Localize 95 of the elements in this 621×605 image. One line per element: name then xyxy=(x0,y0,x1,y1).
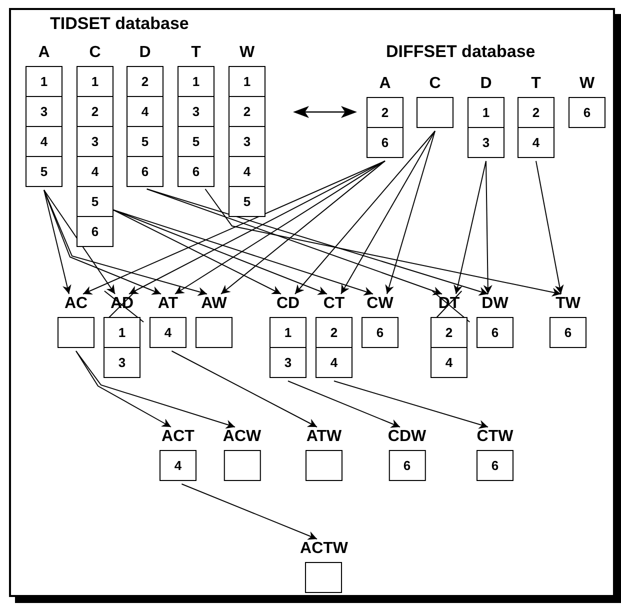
itemset-label: A xyxy=(379,75,391,93)
tid-cell: 2 xyxy=(316,317,352,348)
itemset-label: AC xyxy=(64,295,88,313)
arrow xyxy=(76,350,236,429)
itemset-label: ACW xyxy=(222,428,262,446)
arrow xyxy=(294,130,436,294)
itemset-label: W xyxy=(239,44,255,62)
arrow xyxy=(82,160,386,294)
arrow xyxy=(220,160,386,294)
arrow xyxy=(44,190,208,296)
tid-cell: 1 xyxy=(178,66,214,97)
tid-cell: 4 xyxy=(430,347,468,378)
tid-cell: 5 xyxy=(76,186,114,217)
tid-cell: 1 xyxy=(228,66,266,97)
tid-cell: 6 xyxy=(568,97,606,128)
tid-cell: 4 xyxy=(160,450,196,481)
tid-cell: 6 xyxy=(76,216,114,247)
tid-cell: 6 xyxy=(476,450,514,481)
tid-cell: 6 xyxy=(366,127,404,158)
arrow xyxy=(454,160,486,294)
itemset-label: CDW xyxy=(388,428,426,446)
database-title: TIDSET database xyxy=(50,14,189,34)
itemset-label: T xyxy=(191,44,201,62)
arrow xyxy=(44,190,116,294)
itemset-label: CD xyxy=(276,295,300,313)
arrow xyxy=(113,210,282,294)
tid-cell: 3 xyxy=(228,126,266,157)
tid-cell: 6 xyxy=(362,317,398,348)
arrow xyxy=(174,160,386,294)
itemset-label: CTW xyxy=(476,428,514,446)
tid-cell: 4 xyxy=(150,317,186,348)
tid-cell: 2 xyxy=(366,97,404,128)
itemset-label: D xyxy=(480,75,492,93)
arrow xyxy=(288,380,400,428)
arrow xyxy=(44,190,162,295)
itemset-label: CW xyxy=(366,295,394,313)
itemset-label: ATW xyxy=(306,428,342,446)
arrow xyxy=(76,350,172,428)
tid-cell: 4 xyxy=(228,156,266,187)
itemset-label: D xyxy=(139,44,151,62)
arrow xyxy=(171,350,318,428)
tid-cell: 4 xyxy=(76,156,114,187)
tid-cell: 6 xyxy=(476,317,514,348)
arrow xyxy=(340,130,436,294)
tid-cell: 6 xyxy=(550,317,586,348)
tid-cell: 1 xyxy=(104,317,140,348)
tid-cell: 1 xyxy=(26,66,62,97)
arrow xyxy=(536,160,564,294)
arrow xyxy=(385,130,436,294)
arrow xyxy=(113,210,328,295)
tid-cell: 3 xyxy=(104,347,140,378)
arrow xyxy=(483,160,492,294)
itemset-label: T xyxy=(531,75,541,93)
tid-cell: 5 xyxy=(126,126,164,157)
arrow xyxy=(128,160,386,294)
tid-cell: 5 xyxy=(178,126,214,157)
database-title: DIFFSET database xyxy=(386,42,536,62)
tid-cell: 4 xyxy=(26,126,62,157)
arrow xyxy=(44,190,72,294)
tid-cell: 3 xyxy=(26,96,62,127)
itemset-label: C xyxy=(89,44,101,62)
tid-cell: 2 xyxy=(228,96,266,127)
itemset-label: CT xyxy=(323,295,345,313)
arrow xyxy=(204,188,562,297)
arrow xyxy=(181,484,318,540)
itemset-label: W xyxy=(579,75,595,93)
tid-cell: 2 xyxy=(76,96,114,127)
itemset-label: DW xyxy=(482,295,508,313)
tid-cell: 3 xyxy=(468,127,504,158)
tid-cell: 4 xyxy=(518,127,554,158)
tid-cell: 3 xyxy=(76,126,114,157)
tid-cell: 1 xyxy=(468,97,504,128)
itemset-label: ACT xyxy=(162,428,194,446)
tid-cell: 3 xyxy=(178,96,214,127)
tid-cell: 5 xyxy=(228,186,266,217)
itemset-label: ACTW xyxy=(300,540,348,558)
itemset-label: A xyxy=(38,44,50,62)
arrow xyxy=(334,380,488,429)
itemset-label: AT xyxy=(158,295,178,313)
tid-cell: 4 xyxy=(316,347,352,378)
tid-cell: 4 xyxy=(126,96,164,127)
tid-cell: 1 xyxy=(76,66,114,97)
tid-cell: 6 xyxy=(388,450,426,481)
tid-cell: 5 xyxy=(26,156,62,187)
itemset-label: AW xyxy=(201,295,227,313)
arrow xyxy=(113,210,374,296)
tid-cell: 2 xyxy=(518,97,554,128)
tid-cell: 6 xyxy=(178,156,214,187)
tid-cell: 2 xyxy=(430,317,468,348)
tid-cell: 2 xyxy=(126,66,164,97)
itemset-label: TW xyxy=(556,295,580,313)
tid-cell: 6 xyxy=(126,156,164,187)
tid-cell: 3 xyxy=(270,347,306,378)
itemset-label: C xyxy=(429,75,441,93)
tid-cell: 1 xyxy=(270,317,306,348)
